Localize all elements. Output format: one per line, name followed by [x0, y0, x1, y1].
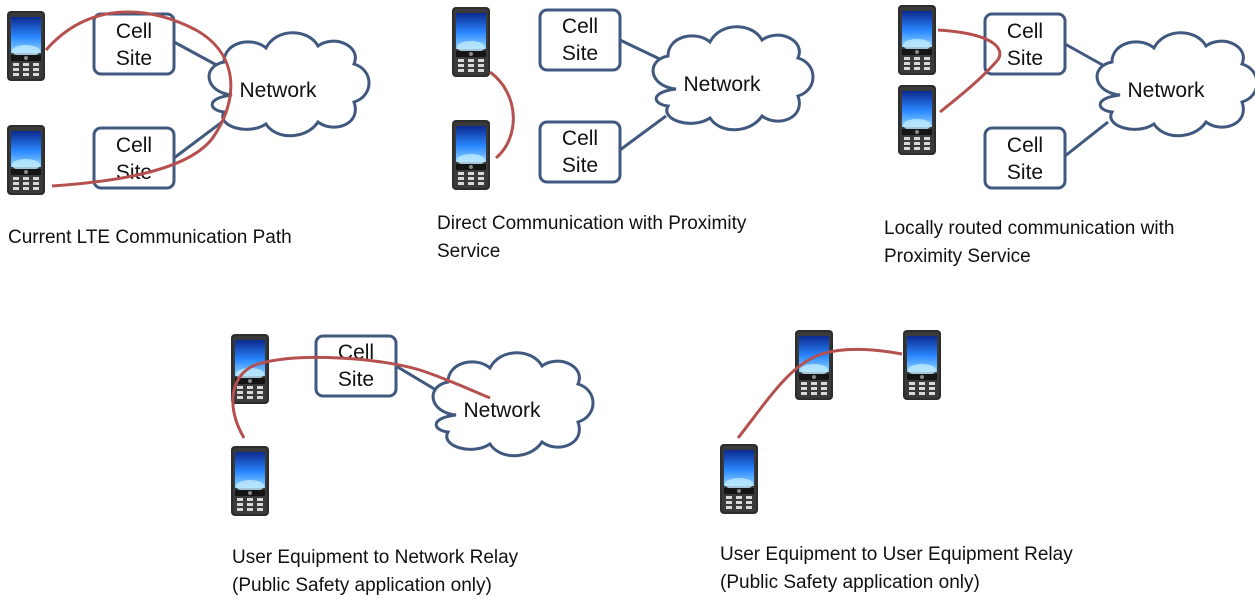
svg-text:Cell: Cell	[116, 134, 152, 157]
network-label: Network	[239, 79, 317, 102]
mobile-phone-icon	[903, 330, 941, 400]
mobile-phone-icon	[452, 120, 490, 190]
panel-current-lte: Network Cell Site Cell Site Current LTE …	[7, 10, 371, 248]
cell-site-box: Cell Site	[92, 12, 176, 76]
svg-text:Site: Site	[1007, 47, 1043, 70]
caption-ue-network-relay-line1: User Equipment to Network Relay	[232, 547, 519, 568]
svg-text:Site: Site	[1007, 161, 1043, 184]
cell-site-box: Cell Site	[92, 126, 176, 190]
svg-text:Cell: Cell	[1007, 134, 1043, 157]
panel-ue-ue-relay: User Equipment to User Equipment Relay (…	[720, 330, 1073, 593]
panel-locally-routed: Network Cell Site Cell Site Locally rout…	[884, 5, 1255, 267]
caption-ue-ue-relay-line2: (Public Safety application only)	[720, 572, 980, 593]
panel-direct-communication: Network Cell Site Cell Site Direct Commu…	[437, 7, 815, 262]
link-line	[173, 120, 223, 160]
caption-current-lte: Current LTE Communication Path	[8, 227, 292, 248]
cell-site-box: Cell Site	[983, 126, 1067, 190]
link-line	[1064, 120, 1109, 158]
cell-site-box: Cell Site	[983, 12, 1067, 76]
svg-text:Cell: Cell	[116, 20, 152, 43]
svg-text:Cell: Cell	[562, 15, 598, 38]
panel-ue-network-relay: Network Cell Site User Equipment to Netw…	[231, 334, 595, 596]
caption-locally-routed-line2: Proximity Service	[884, 246, 1031, 267]
link-line	[619, 114, 667, 152]
caption-ue-network-relay-line2: (Public Safety application only)	[232, 575, 492, 596]
svg-text:Site: Site	[562, 42, 598, 65]
cell-site-box: Cell Site	[538, 8, 622, 72]
mobile-phone-icon	[452, 7, 490, 77]
mobile-phone-icon	[898, 5, 936, 75]
svg-text:Cell: Cell	[1007, 20, 1043, 43]
network-label: Network	[1127, 79, 1205, 102]
mobile-phone-icon	[898, 85, 936, 155]
caption-locally-routed-line1: Locally routed communication with	[884, 218, 1174, 239]
mobile-phone-icon	[720, 444, 758, 514]
communication-path	[489, 70, 515, 160]
svg-text:Site: Site	[116, 47, 152, 70]
network-cloud: Network	[207, 31, 371, 138]
link-line	[395, 364, 437, 392]
network-label: Network	[463, 399, 541, 422]
communication-path	[44, 10, 233, 188]
cell-site-box: Cell Site	[538, 120, 622, 184]
network-cloud: Network	[431, 351, 595, 458]
svg-text:Site: Site	[562, 154, 598, 177]
network-label: Network	[683, 73, 761, 96]
communication-path	[231, 355, 491, 439]
svg-text:Site: Site	[338, 368, 374, 391]
communication-path	[937, 28, 1002, 114]
caption-direct-line1: Direct Communication with Proximity	[437, 213, 747, 234]
link-line	[173, 40, 223, 70]
mobile-phone-icon	[7, 125, 45, 195]
caption-ue-ue-relay-line1: User Equipment to User Equipment Relay	[720, 544, 1073, 565]
network-cloud: Network	[651, 25, 815, 132]
mobile-phone-icon	[7, 11, 45, 81]
network-cloud: Network	[1095, 31, 1255, 138]
svg-text:Cell: Cell	[562, 127, 598, 150]
communication-path	[736, 347, 903, 439]
link-line	[1064, 42, 1109, 70]
cell-site-box: Cell Site	[314, 334, 398, 398]
caption-direct-line2: Service	[437, 241, 500, 262]
mobile-phone-icon	[231, 446, 269, 516]
